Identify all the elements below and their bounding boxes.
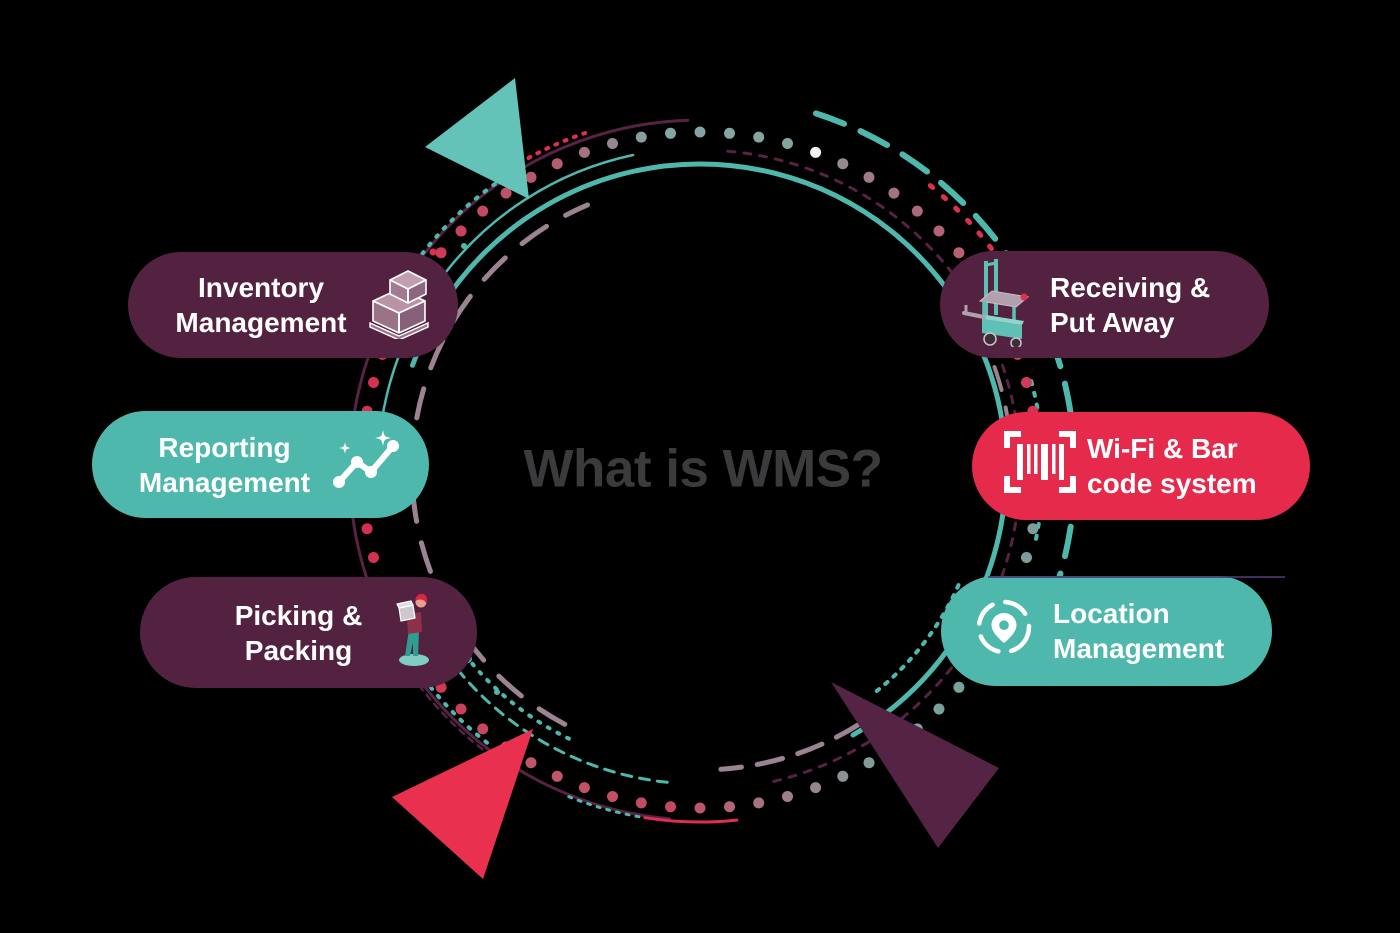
cycle-arrow-bottom-right [831, 682, 999, 848]
pill-label: Reporting Management [92, 430, 429, 500]
ring-dot [933, 703, 945, 715]
ring-dot [753, 797, 765, 809]
pill-label: Receiving & Put Away [940, 270, 1269, 340]
barcode-scan-icon [1004, 431, 1076, 501]
boxes-pallet-icon [362, 263, 436, 347]
ring-dot [1027, 523, 1039, 535]
pill-location-management: Location Management [941, 576, 1272, 686]
ring-arc [566, 794, 641, 819]
person-carrying-box-icon [395, 590, 435, 676]
ring-dot [368, 377, 379, 388]
pill-label: Wi-Fi & Bar code system [972, 431, 1310, 501]
ring-dot [810, 782, 822, 794]
ring-dot [782, 138, 793, 149]
ring-dot [953, 247, 965, 259]
ring-dot [525, 757, 537, 769]
pill-reporting-management: Reporting Management [92, 411, 429, 518]
ring-dot [694, 126, 706, 138]
speckle-dot [429, 248, 437, 256]
forklift-icon [962, 255, 1046, 355]
ring-dot [837, 770, 849, 782]
pill-label-line2: Packing [244, 634, 353, 666]
ring-dot [435, 247, 447, 259]
ring-arc [451, 661, 669, 784]
pill-wifi-barcode-system: Wi-Fi & Bar code system [972, 412, 1310, 520]
cycle-arrow-bottom-left [392, 729, 533, 879]
ring-arc [1029, 379, 1045, 544]
ring-dot [724, 127, 735, 139]
ring-dot [837, 158, 849, 170]
pill-label: Inventory Management [128, 270, 458, 340]
ring-dot [953, 681, 965, 693]
ring-dot [933, 225, 945, 237]
ring-dot [665, 801, 676, 813]
decorative-line [988, 576, 1285, 578]
ring-arc [927, 183, 999, 258]
ring-dot [551, 770, 563, 782]
ring-dot [694, 802, 706, 814]
ring-dot [888, 187, 900, 199]
ring-dot [477, 205, 489, 217]
ring-dot [1021, 552, 1032, 563]
pill-label: Picking & Packing [140, 598, 477, 668]
location-pin-icon [974, 597, 1034, 665]
ring-dot [500, 187, 512, 199]
ring-dot [361, 523, 373, 535]
ring-arc [718, 721, 862, 772]
ring-dot [863, 171, 875, 183]
pill-picking-packing: Picking & Packing [140, 577, 477, 688]
ring-dot [782, 791, 793, 802]
ring-dot [477, 723, 489, 735]
ring-dot [911, 205, 923, 217]
ring-dot [810, 146, 822, 158]
speckle-dot [461, 243, 467, 249]
ring-dot [525, 171, 537, 183]
ring-dot [551, 158, 563, 170]
ring-dot [368, 552, 379, 563]
cycle-arrow-top-left [425, 78, 529, 199]
ring-arc [509, 129, 592, 171]
ring-dot [753, 131, 765, 143]
ring-dot [578, 146, 590, 158]
ring-dot [724, 801, 735, 813]
speckle-dot [494, 689, 500, 695]
ring-dot [635, 797, 647, 809]
pill-label-line1: Wi-Fi & Bar [1087, 433, 1238, 464]
pill-label-line2: Management [138, 466, 311, 498]
page-title: What is WMS? [523, 439, 883, 499]
pill-inventory-management: Inventory Management [128, 252, 458, 358]
pill-label-line2: Put Away [1050, 306, 1175, 338]
pill-label-line1: Picking & [234, 599, 363, 631]
ring-dot [635, 131, 647, 143]
pill-label-line1: Receiving & [1050, 271, 1211, 303]
pill-label-line1: Location [1053, 598, 1170, 629]
ring-dot [665, 127, 676, 139]
ring-dot [578, 782, 590, 794]
pill-label-line2: Management [175, 307, 347, 338]
chart-line-icon [331, 429, 403, 500]
ring-dot [455, 225, 467, 237]
ring-dot [863, 757, 875, 769]
ring-dot [607, 138, 618, 149]
ring-dot [607, 791, 618, 802]
pill-label-line2: Management [1053, 633, 1225, 664]
ring-arc [643, 816, 739, 824]
pill-label-line1: Inventory [197, 272, 325, 303]
ring-arc [469, 660, 571, 741]
pill-label-line2: code system [1087, 468, 1257, 499]
pill-receiving-put-away: Receiving & Put Away [940, 251, 1269, 358]
pill-label: Location Management [941, 596, 1272, 666]
ring-dot [455, 703, 467, 715]
ring-dot [1021, 377, 1032, 388]
ring-arc [367, 176, 506, 352]
pill-label-line1: Reporting [158, 431, 291, 463]
